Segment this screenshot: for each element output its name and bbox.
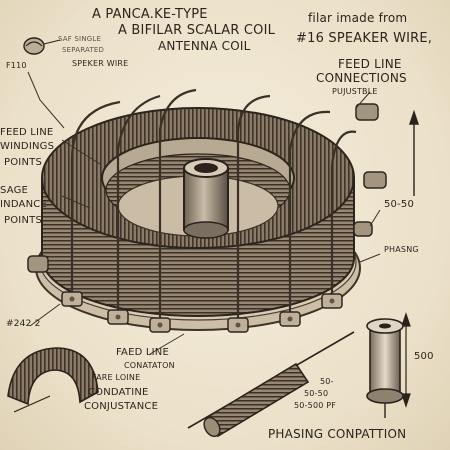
title-line-2: A BIFILAR SCALAR COIL xyxy=(118,23,276,38)
ratio-label: 50-50 xyxy=(384,199,415,210)
dimension-500-label: 500 xyxy=(414,351,434,362)
filar-note-line-2: #16 SPEAKER WIRE, xyxy=(296,31,433,46)
faed-line-label-3: FARE LOINE xyxy=(92,373,141,382)
part-number-label: #242 2 xyxy=(6,319,41,329)
phasing-spool xyxy=(366,318,404,418)
toroid-section xyxy=(7,347,99,413)
phasing-connection-label: PHASING CONPATTION xyxy=(268,427,407,441)
center-post xyxy=(183,158,229,239)
dimension-arrow xyxy=(401,312,411,408)
faed-line-label-1: FAED LINE xyxy=(116,347,169,358)
phasing-label: PHASNG xyxy=(384,245,419,254)
impedance-label-line-1: SAGE xyxy=(0,185,29,196)
impedance-label-line-2: INDANCE xyxy=(0,199,47,210)
title-line-1: A PANCA.KE-TYPE xyxy=(92,7,208,22)
filar-note-line-1: filar imade from xyxy=(308,11,408,25)
impedance-label-line-3: POINTS xyxy=(4,215,42,226)
mounting-bolts xyxy=(69,296,335,328)
title-line-3: ANTENNA COIL xyxy=(158,39,251,53)
adjustable-label: PUJUSTBLE xyxy=(332,87,378,96)
f110-label: F110 xyxy=(6,61,27,70)
windings-label-line-2: WINDINGS xyxy=(0,141,55,152)
capacitor-label-1: 50- xyxy=(320,377,334,386)
terminal-posts xyxy=(27,103,387,273)
faed-line-label-4: CONDATINE xyxy=(88,387,149,398)
phasing-component xyxy=(187,331,355,438)
speaker-note-small-1: SAF SINGLE xyxy=(58,35,102,43)
speaker-note-small-2: SEPARATED xyxy=(62,46,105,54)
small-coil-sketch xyxy=(23,37,61,55)
leader-lines xyxy=(27,71,381,355)
windings-label-line-1: FEED LINE xyxy=(0,127,54,138)
feed-line-connections-line-2: CONNECTIONS xyxy=(316,71,407,85)
faed-line-label-2: CONATATON xyxy=(124,361,175,370)
adjustable-arrow xyxy=(409,109,419,196)
capacitor-label-2: 50-50 xyxy=(304,389,329,398)
retaining-wires xyxy=(70,88,357,322)
faed-line-label-5: CONJUSTANCE xyxy=(84,401,159,412)
speaker-wire-label: SPEKER WIRE xyxy=(72,59,129,68)
capacitor-label-3: 50-500 PF xyxy=(294,401,337,410)
windings-label-line-3: POINTS xyxy=(4,157,42,168)
feed-line-connections-line-1: FEED LINE xyxy=(338,57,402,71)
